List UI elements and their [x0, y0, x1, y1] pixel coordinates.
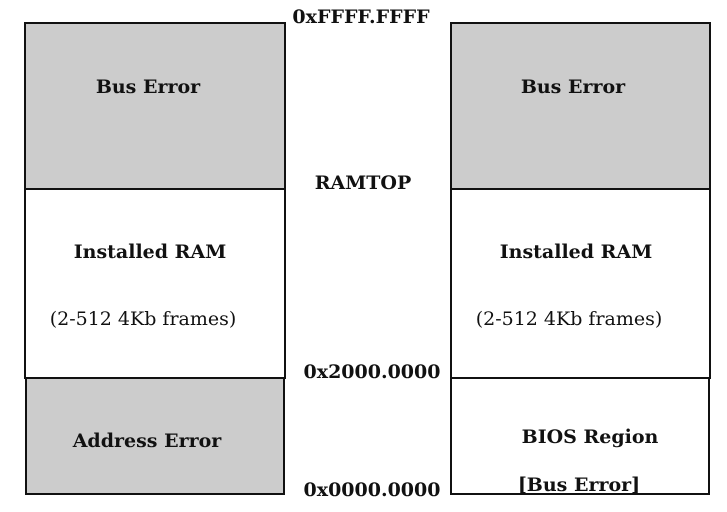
ramtop-label: RAMTOP	[314, 172, 412, 194]
left-bus-error-region	[24, 22, 286, 190]
address-bottom-label: 0x0000.0000	[303, 479, 441, 501]
right-bios-region	[450, 377, 710, 495]
left-ram-frames-label: (2-512 4Kb frames)	[49, 308, 237, 330]
left-installed-ram-label: Installed RAM	[73, 241, 227, 263]
left-address-error-region	[25, 377, 285, 495]
right-bios-region-label: BIOS Region	[521, 426, 659, 448]
right-ram-frames-label: (2-512 4Kb frames)	[475, 308, 663, 330]
address-top-label: 0xFFFF.FFFF	[292, 6, 430, 28]
left-address-error-label: Address Error	[72, 430, 222, 452]
right-installed-ram-region	[450, 188, 711, 379]
left-installed-ram-region	[24, 188, 286, 379]
right-installed-ram-label: Installed RAM	[499, 241, 653, 263]
address-mid-label: 0x2000.0000	[303, 361, 441, 383]
right-bus-error-label: Bus Error	[520, 76, 626, 98]
left-bus-error-label: Bus Error	[95, 76, 201, 98]
right-bios-bus-error-label: [Bus Error]	[517, 474, 641, 496]
right-bus-error-region	[450, 22, 711, 190]
